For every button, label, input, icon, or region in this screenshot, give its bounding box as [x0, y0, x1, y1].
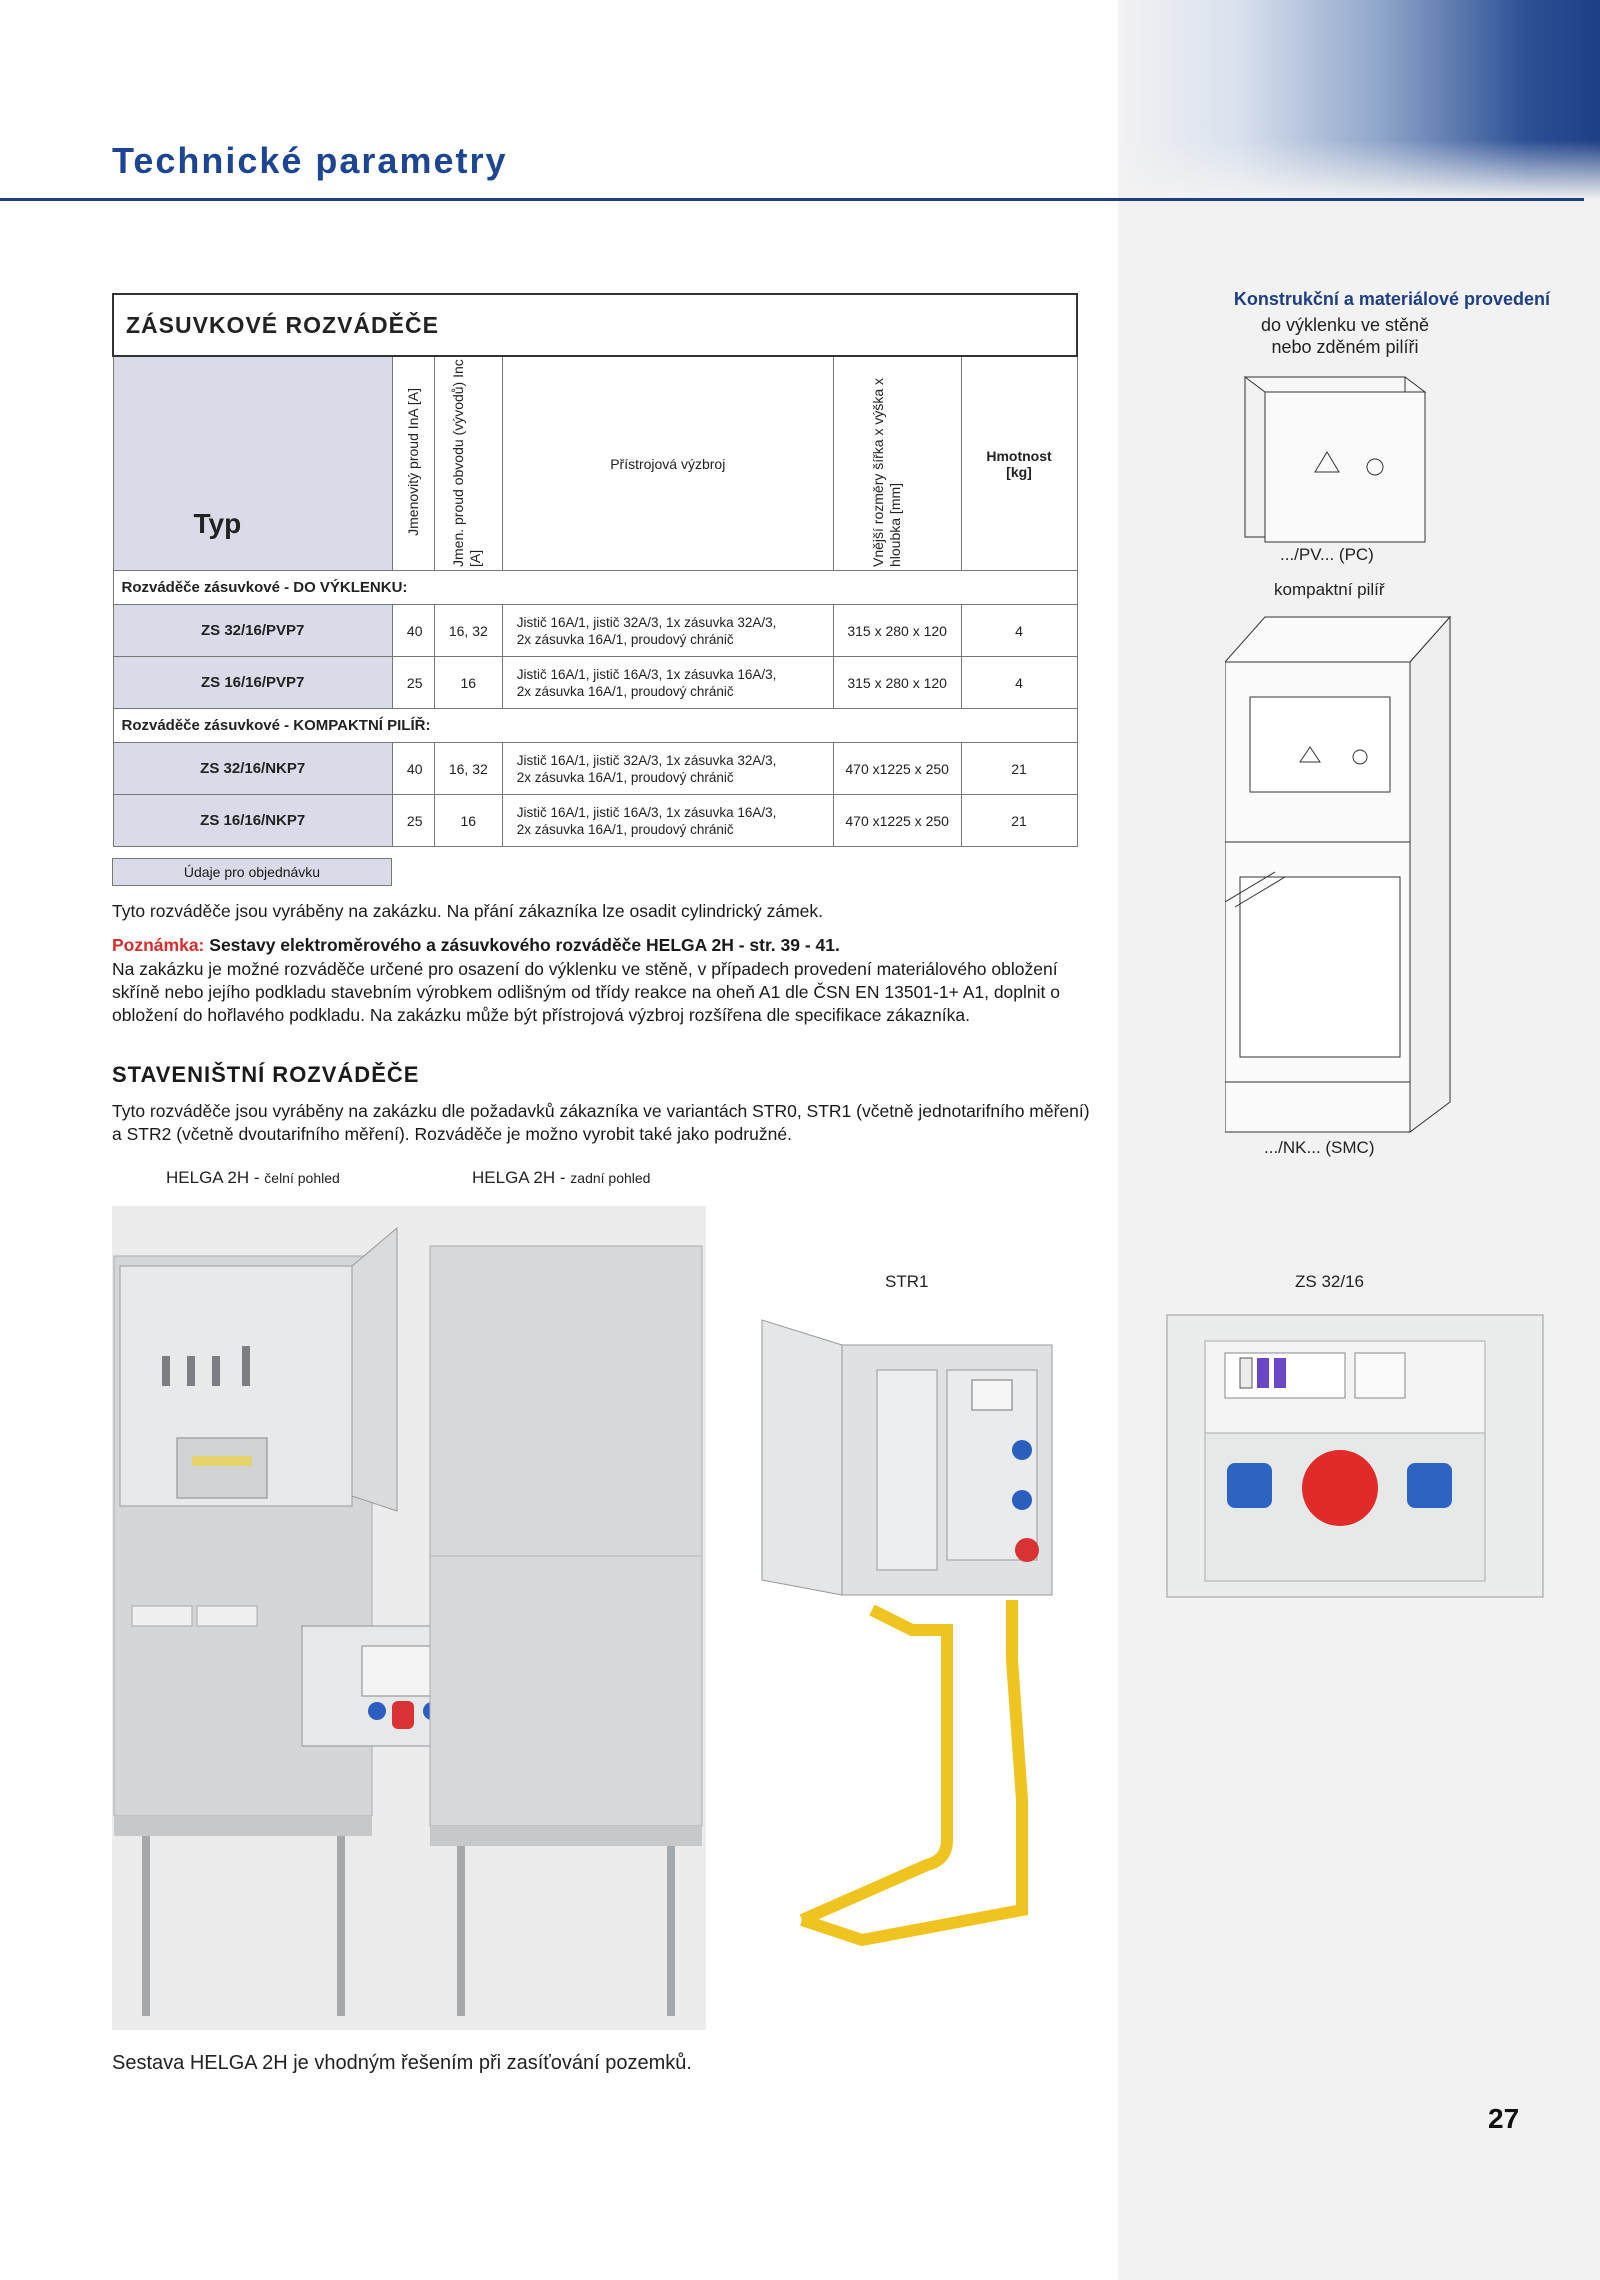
header-weight: Hmotnost [kg] — [960, 355, 1078, 571]
paragraph-niche: Na zakázku je možné rozváděče určené pro… — [112, 959, 1060, 1025]
cell-current: 40 — [391, 742, 435, 795]
note-text: Sestavy elektroměrového a zásuvkového ro… — [209, 935, 840, 955]
cell-weight: 4 — [960, 656, 1078, 709]
paragraph-construction-boards: Tyto rozváděče jsou vyráběny na zakázku … — [112, 1101, 1090, 1144]
table-caption: ZÁSUVKOVÉ ROZVÁDĚČE — [112, 293, 1078, 357]
paragraph-made-to-order: Tyto rozváděče jsou vyráběny na zakázku.… — [112, 901, 824, 921]
cell-circuit: 16 — [433, 794, 503, 847]
note-label: Poznámka: — [112, 935, 205, 955]
cell-typ: ZS 16/16/NKP7 — [112, 794, 393, 847]
header-dims: Vnější rozměry šířka x výška x hloubka [… — [832, 355, 962, 571]
cell-circuit: 16, 32 — [433, 742, 503, 795]
cell-dims: 470 x1225 x 250 — [832, 794, 962, 847]
str1-photo — [722, 1300, 1092, 2000]
page-number: 27 — [1488, 2103, 1520, 2134]
header-equipment: Přístrojová výzbroj — [501, 355, 834, 571]
caption-zs: ZS 32/16 — [1295, 1272, 1364, 1291]
header-current: Jmenovitý proud InA [A] — [391, 355, 435, 571]
niche-cabinet-drawing — [1243, 376, 1427, 543]
label-pv: .../PV... (PC) — [1280, 545, 1374, 564]
cell-circuit: 16 — [433, 656, 503, 709]
cell-dims: 315 x 280 x 120 — [832, 656, 962, 709]
label-nk: .../NK... (SMC) — [1264, 1138, 1375, 1157]
caption-helga-back: HELGA 2H - zadní pohled — [472, 1168, 651, 1187]
note-line: Poznámka: Sestavy elektroměrového a zásu… — [112, 934, 840, 957]
cell-dims: 315 x 280 x 120 — [832, 604, 962, 657]
cell-equipment: Jistič 16A/1, jistič 32A/3, 1x zásuvka 3… — [501, 742, 834, 795]
heading-construction-boards: STAVENIŠTNÍ ROZVÁDĚČE — [112, 1062, 420, 1087]
table-row: ZS 16/16/NKP7 25 16 Jistič 16A/1, jistič… — [112, 794, 1078, 847]
cell-current: 40 — [391, 604, 435, 657]
cell-weight: 21 — [960, 742, 1078, 795]
title-rule — [0, 198, 1584, 201]
bottom-caption: Sestava HELGA 2H je vhodným řešením při … — [112, 2052, 692, 2074]
cell-weight: 21 — [960, 794, 1078, 847]
header-circuit: Jmen. proud obvodu (vývodů) Inc [A] — [433, 355, 503, 571]
header-typ: Typ — [112, 355, 393, 571]
right-title: Konstrukční a materiálové provedení — [1233, 289, 1550, 309]
cell-circuit: 16, 32 — [433, 604, 503, 657]
table-row: ZS 32/16/NKP7 40 16, 32 Jistič 16A/1, ji… — [112, 742, 1078, 795]
caption-str1: STR1 — [885, 1272, 929, 1291]
cell-typ: ZS 32/16/PVP7 — [112, 604, 393, 657]
section-label: Rozváděče zásuvkové - DO VÝKLENKU: — [112, 570, 1078, 605]
helga-2h-photo — [112, 1206, 706, 2030]
cell-equipment: Jistič 16A/1, jistič 32A/3, 1x zásuvka 3… — [501, 604, 834, 657]
caption-helga-front: HELGA 2H - čelní pohled — [166, 1168, 340, 1187]
table-row: ZS 32/16/PVP7 40 16, 32 Jistič 16A/1, ji… — [112, 604, 1078, 657]
cell-typ: ZS 32/16/NKP7 — [112, 742, 393, 795]
page-title: Technické parametry — [112, 140, 508, 181]
zs-32-16-photo — [1165, 1313, 1548, 1599]
table-row: ZS 16/16/PVP7 25 16 Jistič 16A/1, jistič… — [112, 656, 1078, 709]
cell-current: 25 — [391, 794, 435, 847]
section-label: Rozváděče zásuvkové - KOMPAKTNÍ PILÍŘ: — [112, 708, 1078, 743]
top-gradient-band — [1118, 0, 1600, 200]
cell-equipment: Jistič 16A/1, jistič 16A/3, 1x zásuvka 1… — [501, 656, 834, 709]
order-data-label: Údaje pro objednávku — [112, 858, 392, 886]
parameters-table: ZÁSUVKOVÉ ROZVÁDĚČE Typ Jmenovitý proud … — [112, 293, 1078, 847]
compact-pillar-drawing — [1225, 615, 1452, 1133]
cell-typ: ZS 16/16/PVP7 — [112, 656, 393, 709]
label-compact-pillar: kompaktní pilíř — [1274, 580, 1385, 599]
cell-weight: 4 — [960, 604, 1078, 657]
cell-dims: 470 x1225 x 250 — [832, 742, 962, 795]
cell-equipment: Jistič 16A/1, jistič 16A/3, 1x zásuvka 1… — [501, 794, 834, 847]
cell-current: 25 — [391, 656, 435, 709]
